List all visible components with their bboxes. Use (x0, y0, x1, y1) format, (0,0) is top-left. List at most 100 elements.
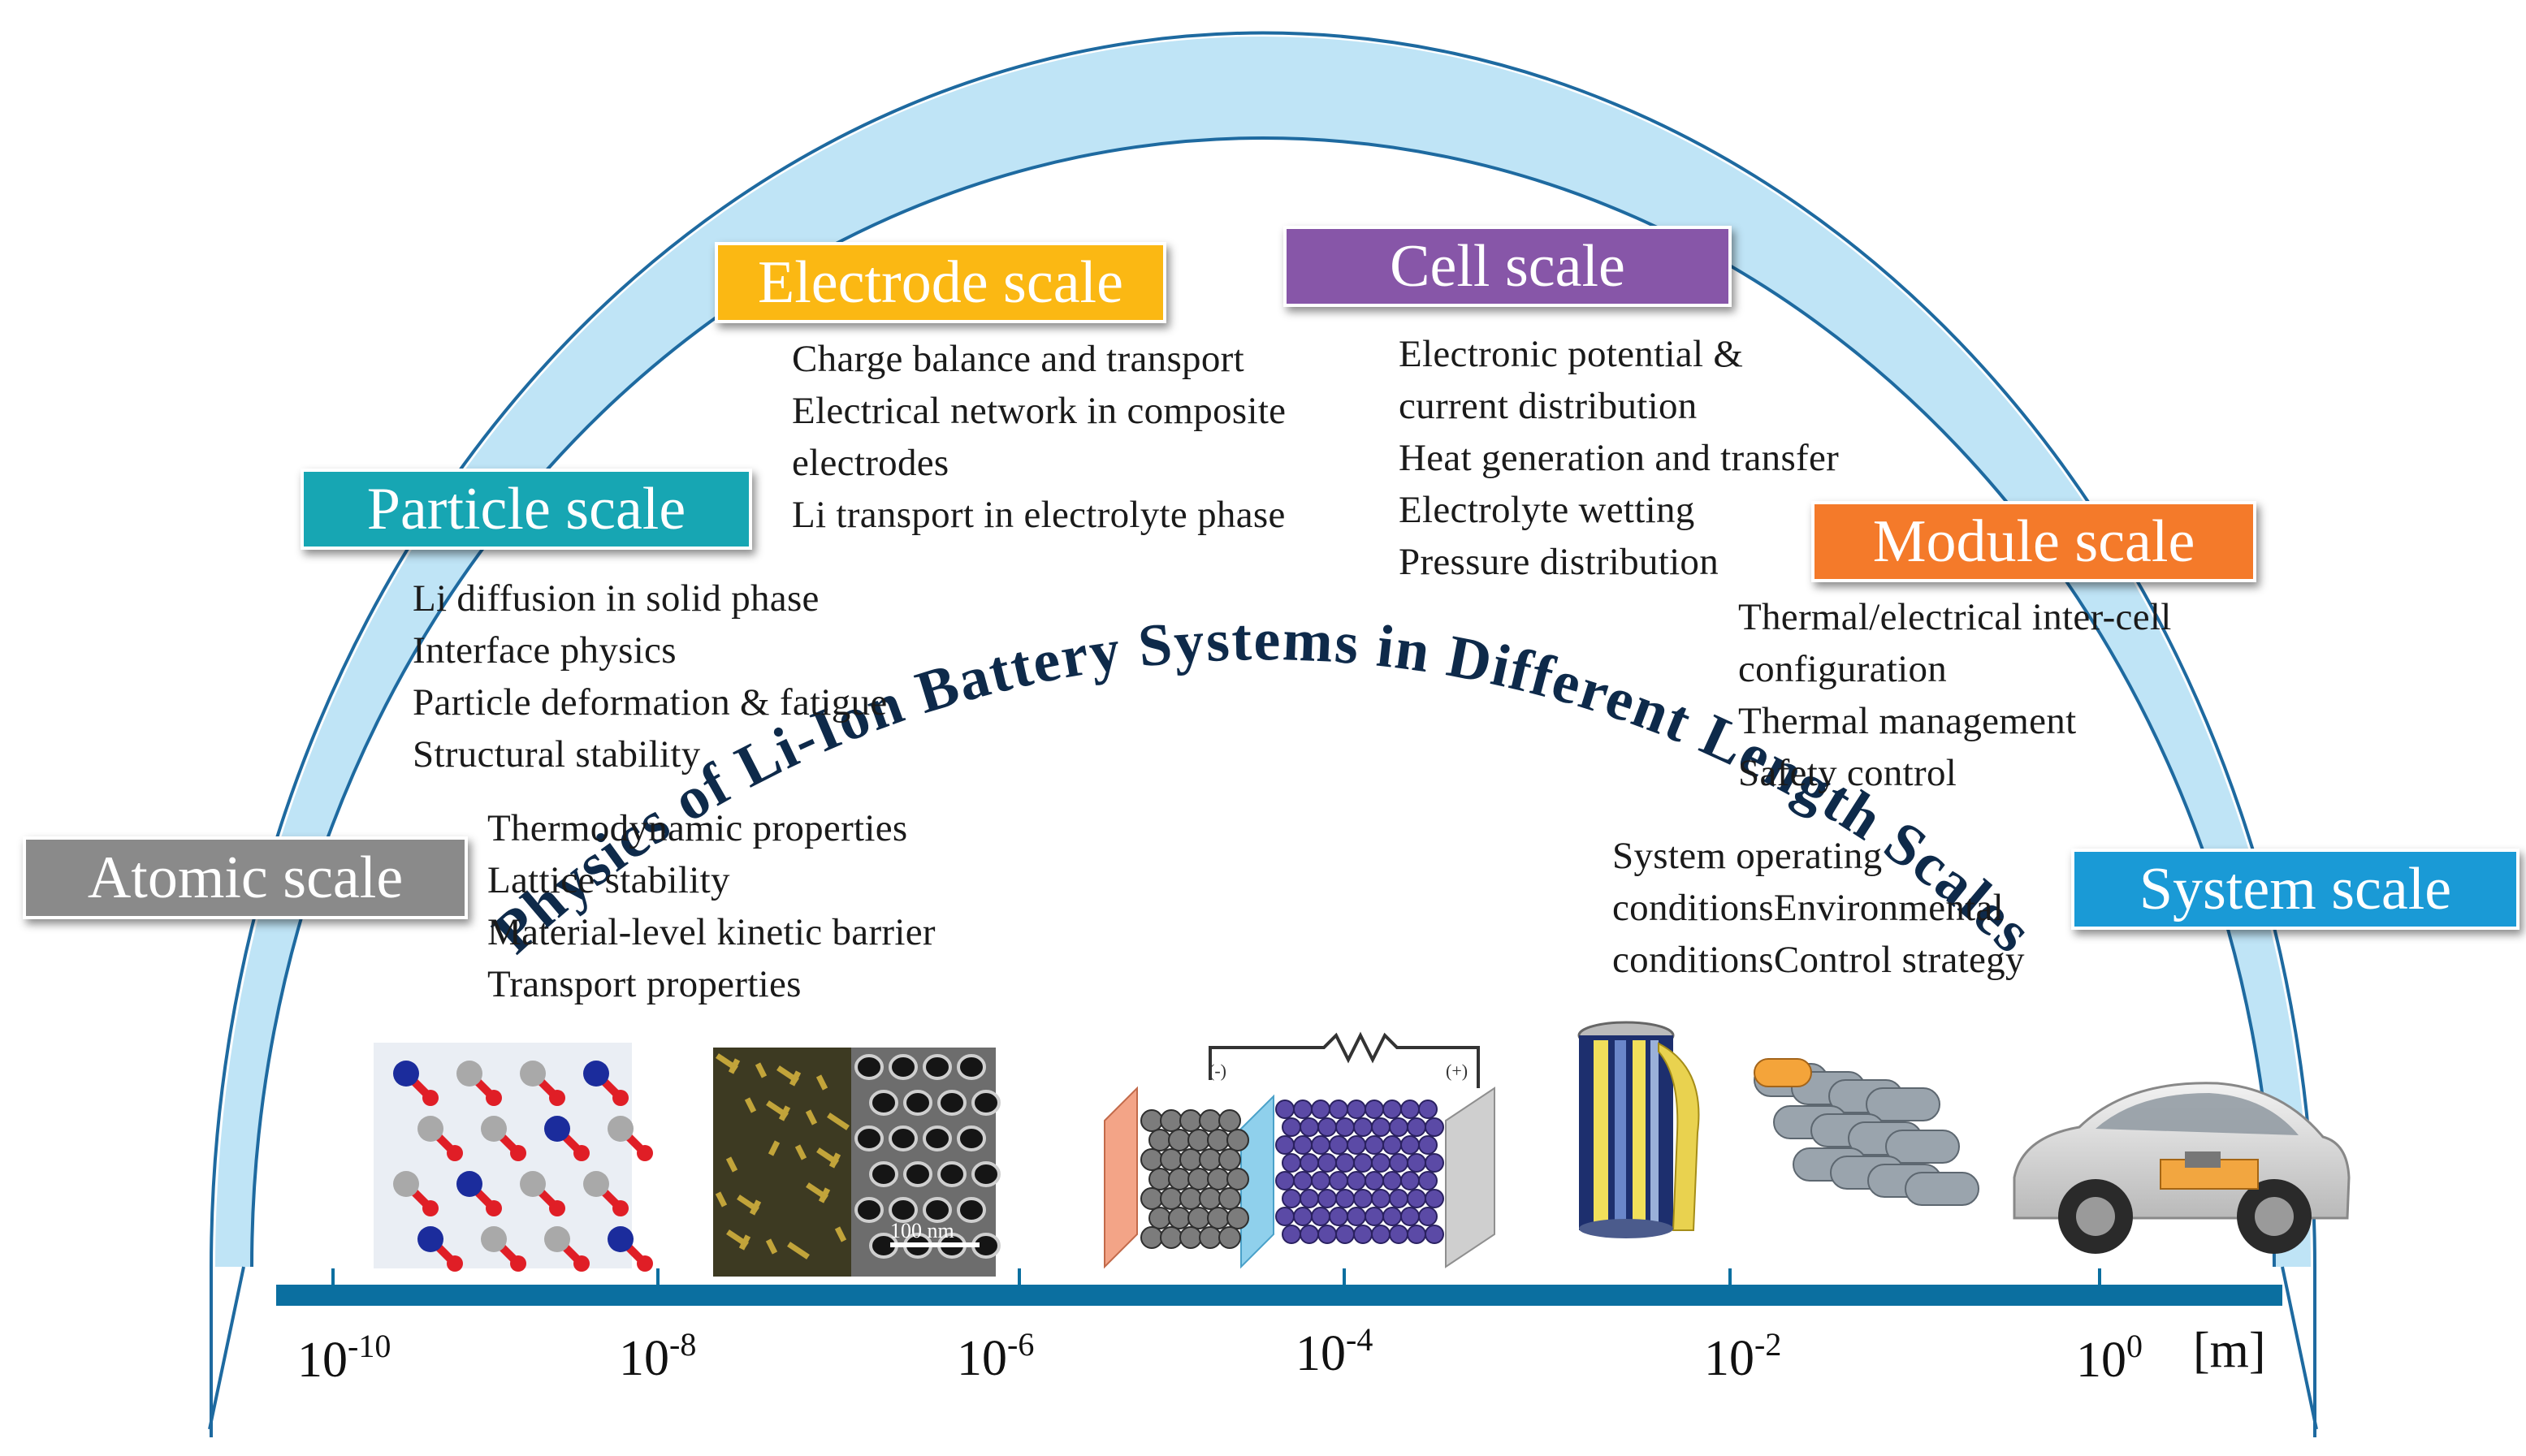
atomic-scale-description: Thermodynamic properties Lattice stabili… (487, 802, 936, 1010)
anode-particle (1179, 1187, 1202, 1210)
module-item: Thermal management (1738, 700, 2077, 742)
lattice-atom (583, 1171, 609, 1197)
lattice-atom (612, 1200, 629, 1216)
particle-scale-label: Particle scale (301, 469, 752, 550)
fiber-strand (828, 1152, 841, 1169)
module-cell (1905, 1172, 1979, 1206)
cell-scale-label: Cell scale (1283, 226, 1732, 307)
arc-inner-side-left (208, 1266, 245, 1430)
anode-particle (1218, 1187, 1241, 1210)
cathode-particle (1400, 1135, 1420, 1155)
anode-particle (1207, 1168, 1230, 1190)
cathode-particle (1365, 1100, 1384, 1119)
cathode-particle (1371, 1153, 1391, 1173)
module-item: configuration (1738, 648, 1948, 690)
cathode-particle (1347, 1100, 1366, 1119)
sem-pore (903, 1090, 932, 1116)
module-cell (1866, 1087, 1940, 1121)
cathode-particle (1335, 1189, 1355, 1208)
lattice-atom (510, 1145, 526, 1161)
anode-particle (1140, 1148, 1163, 1171)
cathode-particle (1275, 1171, 1295, 1190)
cathode-particle (1407, 1117, 1426, 1137)
cathode-particle (1311, 1171, 1330, 1190)
anode-particle (1207, 1207, 1230, 1229)
fiber-strand (787, 1242, 810, 1259)
anode-particle (1160, 1148, 1183, 1171)
lattice-atom (417, 1116, 443, 1142)
cathode-particle (1425, 1225, 1444, 1244)
cathode-particle (1389, 1189, 1408, 1208)
axis-tick-label: 10-6 (957, 1326, 1035, 1386)
system-item: conditionsEnvironmental (1612, 887, 2005, 929)
cathode-particle (1382, 1207, 1402, 1226)
lattice-atom (486, 1200, 502, 1216)
particle-item: Structural stability (413, 733, 701, 776)
sem-pore (971, 1090, 1001, 1116)
anode-particle (1199, 1187, 1222, 1210)
anode-particle (1168, 1168, 1191, 1190)
cathode-particle (1347, 1135, 1366, 1155)
lattice-atom (486, 1090, 502, 1106)
cathode-particle (1382, 1135, 1402, 1155)
sem-pore (971, 1161, 1001, 1187)
cathode-particle (1347, 1207, 1366, 1226)
cathode-particle (1311, 1100, 1330, 1119)
sem-pore (854, 1125, 884, 1151)
module-highlight-cell (1754, 1058, 1812, 1087)
cathode-particle (1275, 1135, 1295, 1155)
fiber-strand (725, 1156, 738, 1173)
anode-particle (1226, 1168, 1249, 1190)
cathode-particle (1311, 1207, 1330, 1226)
cathode-particle (1389, 1153, 1408, 1173)
cell-item: Electronic potential & (1399, 333, 1744, 375)
anode-particle (1218, 1226, 1241, 1249)
cathode-particle (1353, 1225, 1373, 1244)
sem-pore (937, 1090, 967, 1116)
lattice-atom (417, 1226, 443, 1252)
atomic-item: Transport properties (487, 963, 802, 1005)
electrode-scale-label: Electrode scale (715, 242, 1166, 323)
cathode-particle (1317, 1153, 1337, 1173)
cathode-particle (1425, 1153, 1444, 1173)
electrode-item: Charge balance and transport (792, 338, 1244, 380)
sem-pore (854, 1197, 884, 1223)
anode-particle (1160, 1226, 1183, 1249)
fiber-strand (818, 1187, 831, 1203)
fiber-strand (815, 1074, 828, 1091)
anode-particle (1199, 1226, 1222, 1249)
lattice-atom (608, 1226, 634, 1252)
cathode-particle (1365, 1207, 1384, 1226)
lattice-atom (447, 1145, 463, 1161)
sem-pore (889, 1125, 918, 1151)
cathode-particle (1389, 1117, 1408, 1137)
sem-pore (854, 1054, 884, 1080)
cathode-particle (1329, 1100, 1348, 1119)
cathode-particle (1371, 1189, 1391, 1208)
lattice-atom (608, 1116, 634, 1142)
anode-particle (1187, 1207, 1210, 1229)
cathode-particle (1317, 1117, 1337, 1137)
scale-bar-label: 100 nm (890, 1219, 954, 1242)
lattice-atom (447, 1255, 463, 1272)
lattice-atom (637, 1255, 653, 1272)
fiber-strand (789, 1070, 802, 1087)
anode-particle (1187, 1168, 1210, 1190)
lattice-atom (612, 1090, 629, 1106)
module-item: Thermal/electrical inter-cell (1738, 596, 2172, 638)
arc-inner-side-right (2281, 1266, 2318, 1430)
sem-pore (957, 1125, 986, 1151)
axis-tick-label: 10-8 (619, 1326, 697, 1386)
particle-sem-image: 100 nm (713, 1048, 1001, 1277)
cathode-particle (1353, 1117, 1373, 1137)
cathode-particle (1382, 1100, 1402, 1119)
cathode-particle (1335, 1153, 1355, 1173)
electrode-cell-image: (-) (+) (1104, 1031, 1495, 1269)
system-item: conditionsControl strategy (1612, 939, 2025, 981)
lattice-atom (549, 1090, 565, 1106)
cell-scale-description: Electronic potential & current distribut… (1399, 328, 1839, 588)
axis-unit-label: [m] (2193, 1323, 2266, 1378)
fiber-strand (778, 1105, 791, 1121)
cell-item: Pressure distribution (1399, 541, 1719, 583)
